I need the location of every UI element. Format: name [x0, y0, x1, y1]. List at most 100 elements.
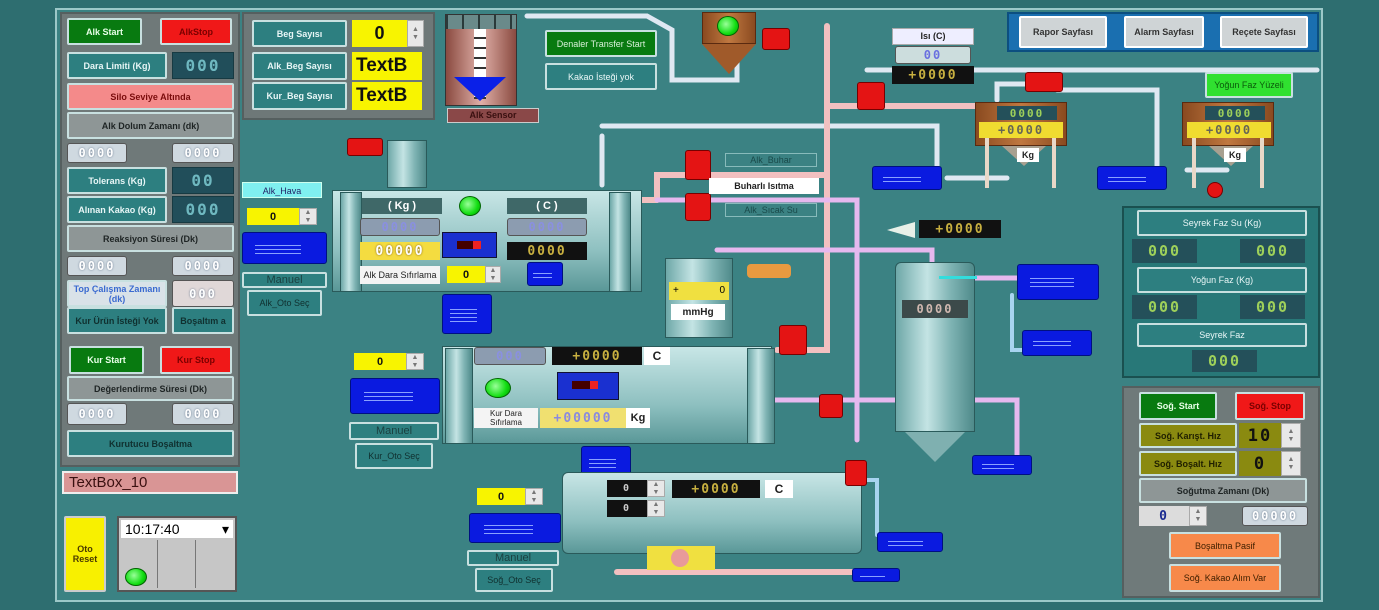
- sog-manuel-button[interactable]: Manuel: [467, 550, 559, 566]
- column-drain-pump[interactable]: [972, 455, 1032, 475]
- condensate-valve[interactable]: [779, 325, 807, 355]
- clock-dropdown-icon[interactable]: ▾: [221, 521, 229, 537]
- tank1-inlet-valve[interactable]: [1025, 72, 1063, 92]
- spin-up-icon[interactable]: ▲: [1194, 508, 1202, 515]
- spin-down-icon[interactable]: ▼: [411, 361, 419, 369]
- spin-up-icon[interactable]: ▲: [1287, 427, 1295, 435]
- hopper-valve[interactable]: [762, 28, 790, 50]
- bosalt-hiz-input[interactable]: 0: [1239, 451, 1281, 476]
- alk-stop-button[interactable]: AlkStop: [160, 18, 232, 45]
- alk-manuel-button[interactable]: Manuel: [242, 272, 327, 288]
- tolerans-display[interactable]: 00: [172, 167, 234, 194]
- sog-value1-display[interactable]: 0: [607, 480, 647, 497]
- sogutma-set-input[interactable]: 0: [1139, 506, 1189, 526]
- spin-down-icon[interactable]: ▼: [652, 488, 660, 496]
- spin-up-icon[interactable]: ▲: [530, 488, 538, 496]
- degerlendirme-set-display[interactable]: 0000: [67, 403, 127, 425]
- transfer-start-button[interactable]: Denaler Transfer Start: [545, 30, 657, 57]
- spin-down-icon[interactable]: ▼: [1287, 435, 1295, 443]
- sog-value2-display[interactable]: 0: [607, 500, 647, 517]
- sog-speed-spinner[interactable]: ▲▼: [525, 488, 543, 505]
- transfer-pump-2[interactable]: [1097, 166, 1167, 190]
- recete-sayfasi-button[interactable]: Reçete Sayfası: [1220, 16, 1308, 48]
- kur-weight-unit: Kg: [626, 408, 650, 428]
- sog-mixer-motor[interactable]: [469, 513, 561, 543]
- steam-valve[interactable]: [857, 82, 885, 110]
- alk-speed-input[interactable]: 0: [447, 266, 485, 283]
- sog-kakao-alim-button[interactable]: Soğ. Kakao Alım Var: [1169, 564, 1281, 592]
- spin-up-icon[interactable]: ▲: [304, 208, 312, 216]
- reaksiyon-set-display[interactable]: 0000: [67, 256, 127, 276]
- kur-speed-spinner[interactable]: ▲▼: [406, 353, 424, 370]
- spin-down-icon[interactable]: ▼: [304, 216, 312, 224]
- kur-speed-input[interactable]: 0: [354, 353, 406, 370]
- sog-outlet-pump[interactable]: [852, 568, 900, 582]
- alk-hava-input[interactable]: 0: [247, 208, 299, 225]
- sog-stop-button[interactable]: Soğ. Stop: [1235, 392, 1305, 420]
- spin-down-icon[interactable]: ▼: [1194, 516, 1202, 523]
- sog-value2-spinner[interactable]: ▲▼: [647, 500, 665, 517]
- condenser-pump-2[interactable]: [1022, 330, 1092, 356]
- spin-down-icon[interactable]: ▼: [489, 274, 497, 282]
- alk-sicak-su-valve[interactable]: [685, 193, 711, 221]
- alk-hava-spinner[interactable]: ▲▼: [299, 208, 317, 225]
- spin-up-icon[interactable]: ▲: [652, 500, 660, 508]
- spin-down-icon[interactable]: ▼: [652, 508, 660, 516]
- sog-temp-display: +0000: [672, 480, 760, 498]
- condenser-pump-1[interactable]: [1017, 264, 1099, 300]
- alk-bottom-valve[interactable]: [442, 294, 492, 334]
- kurutucu-bosaltma-button[interactable]: Kurutucu Boşaltma: [67, 430, 234, 457]
- sog-inlet-valve[interactable]: [845, 460, 867, 486]
- spin-down-icon[interactable]: ▼: [530, 496, 538, 504]
- sog-speed-input[interactable]: 0: [477, 488, 525, 505]
- alk-buhar-valve[interactable]: [685, 150, 711, 180]
- kur-oto-sec-button[interactable]: Kur_Oto Seç: [355, 443, 433, 469]
- sog-oto-sec-button[interactable]: Soğ_Oto Seç: [475, 568, 553, 592]
- sog-start-button[interactable]: Soğ. Start: [1139, 392, 1217, 420]
- alk-oto-sec-button[interactable]: Alk_Oto Seç: [247, 290, 322, 316]
- silo-top-grid: [446, 15, 516, 29]
- alk-dara-sifirlama-button[interactable]: Alk Dara Sıfırlama: [360, 266, 440, 284]
- karistirma-hiz-input[interactable]: 10: [1239, 423, 1281, 448]
- kur-start-button[interactable]: Kur Start: [69, 346, 144, 374]
- clock-status-led: [125, 568, 147, 586]
- alk-discharge-motor[interactable]: [527, 262, 563, 286]
- spin-up-icon[interactable]: ▲: [1287, 455, 1295, 463]
- alarm-sayfasi-button[interactable]: Alarm Sayfası: [1124, 16, 1204, 48]
- rapor-sayfasi-button[interactable]: Rapor Sayfası: [1019, 16, 1107, 48]
- alk-mixer-motor[interactable]: [242, 232, 327, 264]
- transfer-pump-1[interactable]: [872, 166, 942, 190]
- bosaltma-pasif-button[interactable]: Boşaltma Pasif: [1169, 532, 1281, 559]
- hot-water-valve[interactable]: [819, 394, 843, 418]
- alk-dolum-set-display[interactable]: 0000: [67, 143, 127, 163]
- tank1-leg: [985, 138, 989, 188]
- alk-speed-spinner[interactable]: ▲▼: [485, 266, 501, 283]
- spin-up-icon[interactable]: ▲: [412, 25, 419, 33]
- alk-vent-valve[interactable]: [347, 138, 383, 156]
- spin-up-icon[interactable]: ▲: [489, 266, 497, 274]
- beg-sayisi-spinner[interactable]: ▲▼: [407, 20, 424, 47]
- spin-down-icon[interactable]: ▼: [1287, 463, 1295, 471]
- spin-down-icon[interactable]: ▼: [412, 33, 419, 41]
- dara-limiti-display[interactable]: 000: [172, 52, 234, 79]
- isi-set-display[interactable]: 00: [895, 46, 971, 64]
- clock-display[interactable]: 10:17:40▾: [121, 520, 233, 538]
- bosalt-hiz-spinner[interactable]: ▲▼: [1281, 451, 1301, 476]
- vacuum-pump[interactable]: [747, 264, 791, 278]
- textbox-10[interactable]: TextBox_10: [62, 471, 238, 494]
- spin-up-icon[interactable]: ▲: [411, 353, 419, 361]
- oto-reset-button[interactable]: Oto Reset: [64, 516, 106, 592]
- kur-manuel-button[interactable]: Manuel: [349, 422, 439, 440]
- kur-mixer-motor[interactable]: [350, 378, 440, 414]
- kur-stop-button[interactable]: Kur Stop: [160, 346, 232, 374]
- sog-discharge-pump[interactable]: [647, 546, 715, 570]
- spin-up-icon[interactable]: ▲: [652, 480, 660, 488]
- sog-cooling-pump[interactable]: [877, 532, 943, 552]
- alk-start-button[interactable]: Alk Start: [67, 18, 142, 45]
- tank2-outlet-valve[interactable]: [1207, 182, 1223, 198]
- beg-sayisi-input[interactable]: 0: [352, 20, 407, 47]
- kur-dara-sifirlama-button[interactable]: Kur Dara Sıfırlama: [474, 408, 538, 428]
- karistirma-hiz-spinner[interactable]: ▲▼: [1281, 423, 1301, 448]
- sog-value1-spinner[interactable]: ▲▼: [647, 480, 665, 497]
- sogutma-set-spinner[interactable]: ▲▼: [1189, 506, 1207, 526]
